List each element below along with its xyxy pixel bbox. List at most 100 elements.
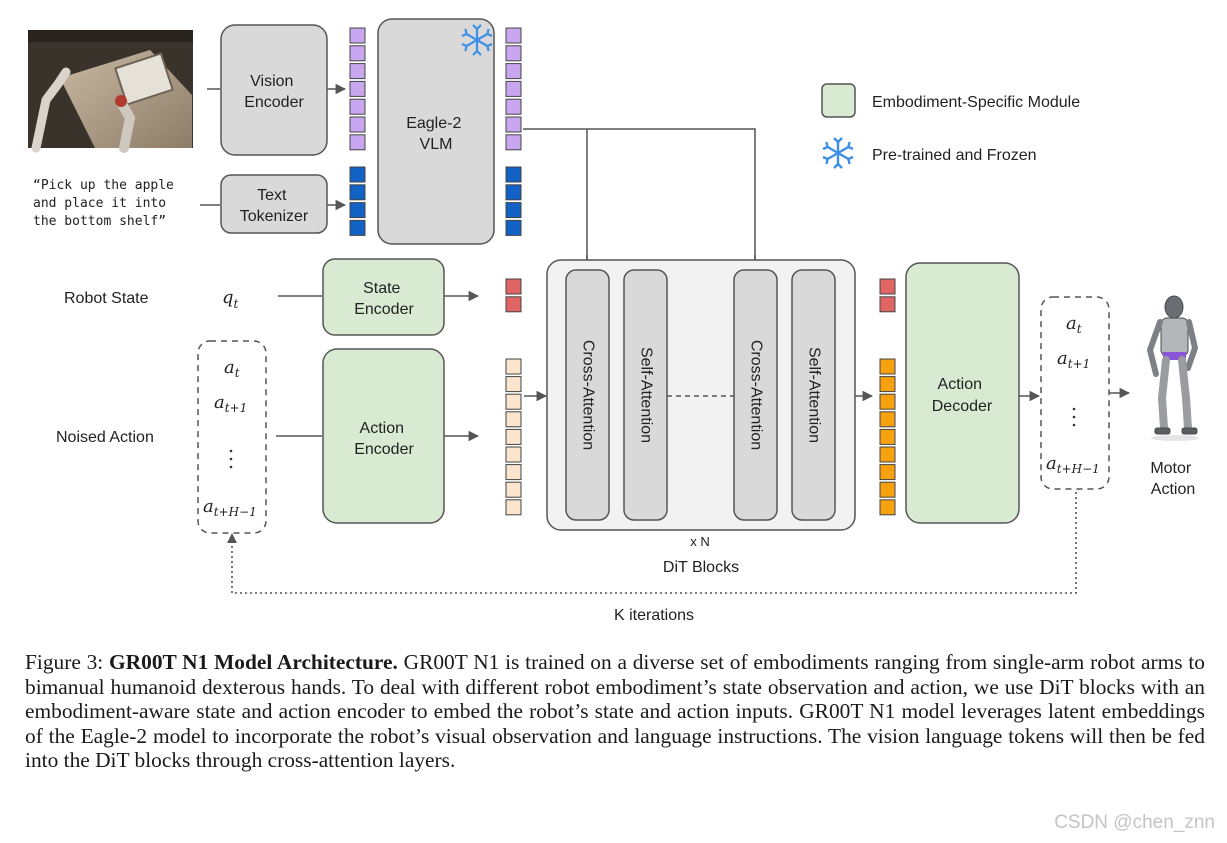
text-tokenizer-box	[220, 174, 328, 234]
vlm-label: Eagle-2 VLM	[406, 115, 466, 153]
token	[505, 166, 522, 183]
dit-blocks-label: DiT Blocks	[663, 559, 739, 576]
cross-attention-label: Cross-Attention	[747, 340, 764, 450]
noised-action-sequence: at at+1 at+H−1	[203, 357, 257, 519]
token	[505, 428, 522, 445]
token	[879, 411, 896, 428]
action-output-token-stack	[879, 358, 896, 516]
token	[505, 464, 522, 481]
robot-state-label: Robot State	[64, 290, 149, 307]
vision-encoder-label: Vision Encoder	[244, 73, 304, 111]
self-attention-layer	[791, 269, 836, 521]
svg-text:at+1: at+1	[214, 392, 247, 415]
state-token-stack	[505, 278, 522, 313]
legend: Embodiment-Specific Module Pre-trained a…	[821, 83, 1080, 170]
instruction-line-1: “Pick up the apple	[33, 178, 174, 193]
caption-title: GR00T N1 Model Architecture.	[109, 650, 398, 674]
token	[879, 376, 896, 393]
vlm-text-token-stack	[505, 166, 522, 236]
token	[505, 296, 522, 313]
svg-text:at: at	[224, 357, 240, 380]
token	[879, 296, 896, 313]
token	[505, 184, 522, 201]
state-encoder-label: State Encoder	[354, 280, 414, 318]
action-token-stack	[505, 358, 522, 516]
caption-text: GR00T N1 is trained on a diverse set of …	[25, 650, 1205, 773]
vlm-box	[377, 18, 495, 245]
k-iterations-loop	[231, 492, 1077, 594]
token	[505, 278, 522, 295]
svg-text:at+1: at+1	[1057, 348, 1090, 371]
token	[505, 134, 522, 151]
attention-layers: Cross-Attention Self-Attention Cross-Atten…	[565, 269, 836, 521]
legend-embodiment-swatch	[821, 83, 856, 118]
architecture-diagram: “Pick up the apple and place it into the…	[28, 18, 1199, 624]
token	[505, 358, 522, 375]
token	[505, 80, 522, 97]
token	[505, 202, 522, 219]
token	[505, 446, 522, 463]
self-attention-label: Self-Attention	[637, 347, 654, 443]
svg-text:at: at	[1066, 313, 1082, 336]
token	[879, 278, 896, 295]
token	[879, 481, 896, 498]
repeat-label: x N	[690, 534, 710, 549]
self-attention-label: Self-Attention	[805, 347, 822, 443]
motor-action-label: Motor Action	[1150, 460, 1195, 498]
token	[505, 219, 522, 236]
token	[505, 98, 522, 115]
self-attention-layer	[623, 269, 668, 521]
action-decoder-label: Action Decoder	[932, 376, 993, 415]
state-encoder-box	[322, 258, 445, 336]
token	[505, 63, 522, 80]
token	[505, 376, 522, 393]
legend-snowflake-icon	[821, 136, 855, 170]
token	[349, 80, 366, 97]
text-token-stack	[349, 166, 366, 236]
token	[505, 393, 522, 410]
token	[349, 184, 366, 201]
action-encoder-label: Action Encoder	[354, 420, 414, 458]
watermark: CSDN @chen_znn	[1054, 812, 1215, 833]
cross-attention-layer	[565, 269, 610, 521]
token	[505, 481, 522, 498]
token	[505, 45, 522, 62]
token	[505, 499, 522, 516]
token	[349, 63, 366, 80]
svg-text:at+H−1: at+H−1	[1046, 453, 1100, 476]
svg-text:at+H−1: at+H−1	[203, 496, 257, 519]
vlm-to-cross-attention-arrows	[523, 128, 756, 268]
token	[879, 393, 896, 410]
vision-encoder-box	[220, 24, 328, 156]
instruction-line-2: and place it into	[33, 196, 166, 211]
figure-caption: Figure 3: GR00T N1 Model Architecture. G…	[25, 650, 1205, 773]
cross-attention-layer	[733, 269, 778, 521]
action-decoder-box	[905, 262, 1020, 524]
token	[349, 45, 366, 62]
token	[879, 446, 896, 463]
token	[349, 98, 366, 115]
token	[349, 116, 366, 133]
token	[349, 202, 366, 219]
token	[505, 411, 522, 428]
cross-attention-label: Cross-Attention	[579, 340, 596, 450]
token	[879, 499, 896, 516]
state-symbol: qt	[222, 287, 239, 311]
vision-token-stack	[349, 27, 366, 151]
token	[505, 27, 522, 44]
token	[349, 134, 366, 151]
legend-frozen-label: Pre-trained and Frozen	[872, 147, 1037, 164]
humanoid-robot-image	[1146, 295, 1199, 441]
token	[879, 358, 896, 375]
legend-embodiment-label: Embodiment-Specific Module	[872, 94, 1080, 111]
instruction-text: “Pick up the apple and place it into the…	[33, 178, 174, 229]
token	[879, 428, 896, 445]
text-tokenizer-label: Text Tokenizer	[240, 187, 309, 225]
k-iterations-label: K iterations	[614, 607, 694, 624]
camera-image	[28, 30, 193, 153]
token	[349, 219, 366, 236]
token	[349, 27, 366, 44]
state-output-token-stack	[879, 278, 896, 313]
instruction-line-3: the bottom shelf”	[33, 214, 166, 229]
